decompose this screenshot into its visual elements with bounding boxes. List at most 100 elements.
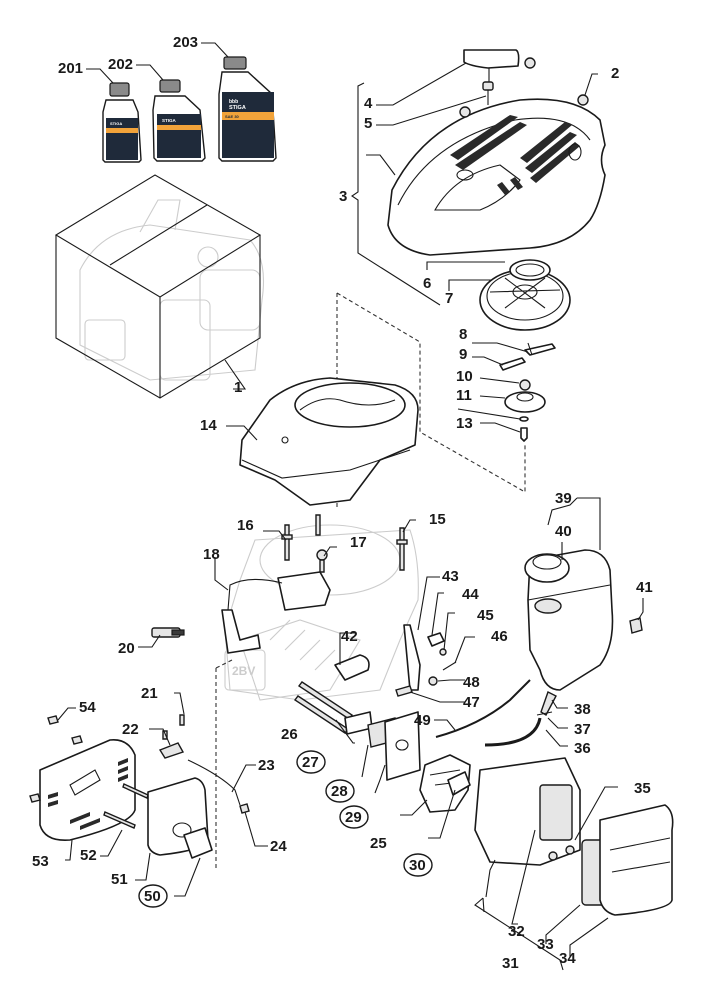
label-43[interactable]: 43 <box>442 568 459 585</box>
label-29[interactable]: 29 <box>339 805 369 829</box>
label-41[interactable]: 41 <box>636 579 653 596</box>
gasket-30[interactable] <box>447 771 471 796</box>
label-5[interactable]: 5 <box>364 115 372 132</box>
label-47[interactable]: 47 <box>463 694 480 711</box>
engine-assembly-box[interactable] <box>54 174 265 399</box>
label-50[interactable]: 50 <box>138 884 168 908</box>
friction-plate[interactable] <box>504 391 546 413</box>
breather-tube[interactable] <box>334 654 370 681</box>
label-28[interactable]: 28 <box>325 779 355 803</box>
label-35[interactable]: 35 <box>634 780 651 797</box>
label-46[interactable]: 46 <box>491 628 508 645</box>
spark-arrester-wire[interactable] <box>187 759 241 806</box>
ball[interactable] <box>519 379 531 391</box>
label-31[interactable]: 31 <box>502 955 519 972</box>
label-54[interactable]: 54 <box>79 699 96 716</box>
nut[interactable] <box>524 57 536 69</box>
label-39[interactable]: 39 <box>555 490 572 507</box>
label-22[interactable]: 22 <box>122 721 139 738</box>
label-9[interactable]: 9 <box>459 346 467 363</box>
label-201[interactable]: 201 <box>58 60 83 77</box>
label-8[interactable]: 8 <box>459 326 467 343</box>
label-48[interactable]: 48 <box>463 674 480 691</box>
recoil-starter-cover[interactable] <box>387 98 606 256</box>
label-45[interactable]: 45 <box>477 607 494 624</box>
label-18[interactable]: 18 <box>203 546 220 563</box>
guard-screw[interactable] <box>71 735 83 745</box>
label-53[interactable]: 53 <box>32 853 49 870</box>
oil-bottle-201[interactable]: STIGA <box>102 82 142 163</box>
label-21[interactable]: 21 <box>141 685 158 702</box>
label-7[interactable]: 7 <box>445 290 453 307</box>
label-10[interactable]: 10 <box>456 368 473 385</box>
starter-handle[interactable] <box>463 49 520 105</box>
label-25[interactable]: 25 <box>370 835 387 852</box>
stud[interactable] <box>281 524 293 561</box>
filter-nut[interactable] <box>548 851 558 861</box>
hose-clamp[interactable] <box>536 711 553 716</box>
screw-lever[interactable] <box>395 685 413 697</box>
governor-lever[interactable] <box>403 624 421 691</box>
screw-small[interactable] <box>439 648 447 656</box>
label-6[interactable]: 6 <box>423 275 431 292</box>
fuel-filter[interactable] <box>534 598 562 614</box>
carburetor[interactable] <box>419 754 471 813</box>
label-38[interactable]: 38 <box>574 701 591 718</box>
deflector[interactable] <box>158 742 185 759</box>
label-51[interactable]: 51 <box>111 871 128 888</box>
label-30[interactable]: 30 <box>403 853 433 877</box>
spark-plug[interactable] <box>151 627 185 638</box>
nut-2[interactable] <box>577 94 589 106</box>
label-52[interactable]: 52 <box>80 847 97 864</box>
label-17[interactable]: 17 <box>350 534 367 551</box>
ignition-coil[interactable] <box>221 571 331 654</box>
screw[interactable] <box>520 427 528 442</box>
oil-bottle-202[interactable]: STIGA <box>152 79 206 162</box>
label-40[interactable]: 40 <box>555 523 572 540</box>
fan-shroud[interactable] <box>239 377 419 506</box>
label-32[interactable]: 32 <box>508 923 525 940</box>
label-3[interactable]: 3 <box>339 188 347 205</box>
label-16[interactable]: 16 <box>237 517 254 534</box>
tank-screw[interactable] <box>629 617 643 634</box>
label-14[interactable]: 14 <box>200 417 217 434</box>
label-13[interactable]: 13 <box>456 415 473 432</box>
throttle-link[interactable] <box>435 679 531 738</box>
air-filter-base[interactable] <box>474 757 581 866</box>
nut[interactable] <box>459 106 471 118</box>
pawl[interactable] <box>524 342 556 356</box>
muffler-guard[interactable] <box>39 738 136 842</box>
label-4[interactable]: 4 <box>364 95 373 112</box>
label-49[interactable]: 49 <box>414 712 431 729</box>
muffler-gasket[interactable] <box>183 827 213 859</box>
label-20[interactable]: 20 <box>118 640 135 657</box>
label-202[interactable]: 202 <box>108 56 133 73</box>
recoil-spring[interactable] <box>509 259 551 281</box>
fuel-clip[interactable] <box>540 691 557 716</box>
label-27[interactable]: 27 <box>296 750 326 774</box>
bolt[interactable] <box>316 549 328 573</box>
label-37[interactable]: 37 <box>574 721 591 738</box>
gasket-29[interactable] <box>384 711 421 781</box>
wire-clip[interactable] <box>239 803 250 814</box>
oil-bottle-203[interactable]: bbb STIGA SAE 30 <box>218 56 277 162</box>
stud-3[interactable] <box>396 527 408 571</box>
label-15[interactable]: 15 <box>429 511 446 528</box>
label-203[interactable]: 203 <box>173 34 198 51</box>
guard-screw-3[interactable] <box>29 793 41 803</box>
muffler-stud-2[interactable] <box>103 811 136 829</box>
washer[interactable] <box>519 416 529 422</box>
label-34[interactable]: 34 <box>559 950 576 967</box>
label-2[interactable]: 2 <box>611 65 619 82</box>
pawl-spring[interactable] <box>499 357 526 371</box>
stud-2[interactable] <box>315 514 321 536</box>
label-33[interactable]: 33 <box>537 936 554 953</box>
label-36[interactable]: 36 <box>574 740 591 757</box>
bracket[interactable] <box>427 632 445 647</box>
fuel-hose[interactable] <box>484 717 542 747</box>
fuel-cap[interactable] <box>524 553 570 583</box>
muffler-stud[interactable] <box>122 783 149 799</box>
guard-screw-2[interactable] <box>47 715 59 725</box>
label-11[interactable]: 11 <box>456 387 472 404</box>
governor-spring[interactable] <box>442 661 457 671</box>
